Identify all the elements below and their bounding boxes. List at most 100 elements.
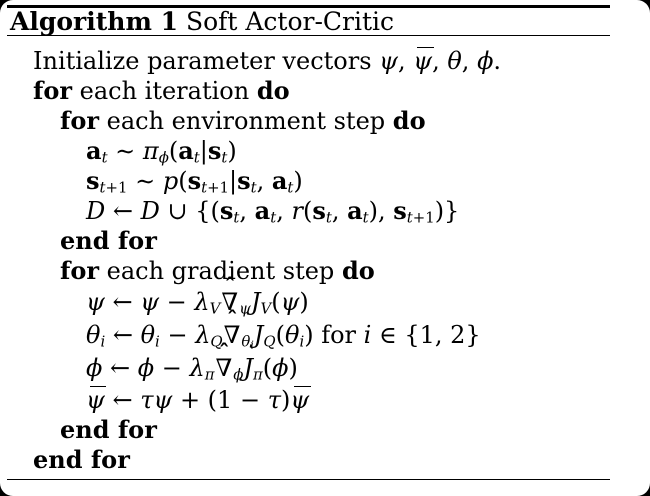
math-segment: +1: [412, 208, 435, 227]
math-segment: + (1 −: [172, 386, 268, 414]
math-segment: θ: [285, 321, 300, 349]
math-segment: ϕ: [272, 354, 289, 382]
math-segment: do: [256, 76, 290, 105]
math-segment: ),: [368, 197, 394, 225]
algorithm-line: at ∼ πϕ(at|st): [0, 136, 650, 166]
math-segment: t: [193, 148, 200, 167]
math-segment: ∈ {1, 2}: [371, 321, 481, 349]
math-segment: i: [299, 332, 305, 351]
math-segment: ,: [432, 47, 448, 75]
math-segment: θ: [86, 321, 101, 349]
math-segment: ψ: [290, 386, 311, 414]
algorithm-line: D ← D ∪ {(st, at, r(st, at), st+1)}: [0, 196, 650, 226]
algorithm-line: for each environment step do: [0, 106, 650, 136]
math-segment: ψ: [239, 299, 251, 318]
math-segment: ←: [104, 386, 141, 414]
math-segment: ): [280, 386, 291, 414]
math-segment: s: [312, 196, 326, 225]
math-segment: ψ: [153, 386, 173, 414]
math-segment: +1: [105, 178, 128, 197]
math-segment: ϕ: [158, 148, 169, 167]
math-segment: ,: [239, 197, 255, 225]
math-segment: each environment step: [98, 107, 393, 135]
math-segment: i: [100, 332, 106, 351]
math-segment: ←: [102, 354, 138, 382]
math-segment: ∪ {(: [159, 197, 220, 225]
hat-accent: ˆ: [218, 341, 230, 367]
algorithm-top-rule: [7, 5, 610, 8]
math-segment: D: [86, 197, 106, 225]
math-segment: ,: [331, 197, 348, 225]
math-segment: ψ: [86, 386, 107, 414]
math-segment: ψ: [86, 288, 105, 316]
math-segment: τ: [267, 386, 281, 414]
hat-accent: ˆ: [226, 308, 238, 334]
math-segment: ϕ: [477, 47, 494, 75]
math-segment: p: [162, 167, 179, 195]
nabla-hat-symbol: ∇ˆ: [215, 341, 233, 382]
math-segment: τ: [140, 386, 154, 414]
math-segment: Q: [263, 332, 276, 351]
math-segment: ): [293, 167, 303, 195]
algorithm-body: Initialize parameter vectors ψ, ψ, θ, ϕ.…: [0, 36, 650, 475]
math-segment: |: [229, 167, 238, 195]
math-segment: t: [406, 208, 413, 227]
math-segment: λ: [194, 288, 210, 316]
math-segment: t: [362, 208, 369, 227]
math-segment: (: [271, 288, 281, 316]
math-segment: (: [168, 137, 179, 165]
math-segment: a: [254, 196, 271, 225]
math-segment: ϕ: [233, 365, 244, 384]
math-segment: λ: [189, 354, 205, 382]
algorithm-line: end for: [0, 226, 650, 256]
algorithm-title: Soft Actor-Critic: [185, 7, 395, 36]
math-segment: θ: [241, 332, 251, 351]
algorithm-line: for each gradient step do: [0, 256, 650, 286]
math-segment: ψ: [280, 288, 300, 316]
math-segment: a: [347, 196, 363, 225]
math-segment: s: [86, 166, 100, 195]
math-segment: (: [262, 354, 273, 382]
math-segment: i: [155, 332, 160, 351]
math-segment: ψ: [379, 47, 398, 75]
math-segment: i: [250, 338, 254, 352]
math-segment: end for: [60, 226, 157, 255]
math-segment: for: [33, 76, 72, 105]
math-segment: (: [302, 197, 313, 225]
math-segment: V: [260, 299, 272, 318]
math-segment: π: [142, 137, 159, 165]
math-segment: −: [159, 321, 196, 349]
math-segment: s: [393, 196, 407, 225]
math-segment: J: [250, 288, 261, 316]
math-segment: (: [275, 321, 285, 349]
algorithm-caption: Algorithm 1 Soft Actor-Critic: [0, 7, 650, 36]
math-segment: ,: [256, 167, 272, 195]
math-segment: J: [253, 321, 264, 349]
math-segment: a: [178, 136, 194, 165]
hat-accent: ˆ: [224, 275, 236, 301]
math-segment: t: [221, 148, 228, 167]
math-segment: i: [363, 321, 372, 349]
math-segment: s: [219, 196, 234, 225]
math-segment: )}: [434, 197, 460, 225]
math-segment: ϕ: [137, 354, 155, 382]
math-segment: ϕ: [86, 354, 103, 382]
math-segment: s: [187, 166, 202, 195]
algorithm-number-label: Algorithm 1: [10, 7, 178, 36]
math-segment: s: [237, 166, 251, 195]
math-segment: ) for: [304, 321, 364, 349]
math-segment: ,: [276, 197, 292, 225]
math-segment: θ: [447, 47, 462, 75]
math-segment: do: [341, 256, 375, 285]
math-segment: J: [243, 354, 253, 382]
algorithm-line: Initialize parameter vectors ψ, ψ, θ, ϕ.: [0, 46, 650, 76]
math-segment: t: [101, 148, 108, 167]
math-segment: .: [493, 47, 502, 75]
math-segment: π: [204, 365, 215, 384]
math-segment: a: [86, 136, 102, 165]
math-segment: do: [392, 106, 426, 135]
math-segment: t: [233, 208, 240, 227]
math-segment: θ: [140, 321, 156, 349]
